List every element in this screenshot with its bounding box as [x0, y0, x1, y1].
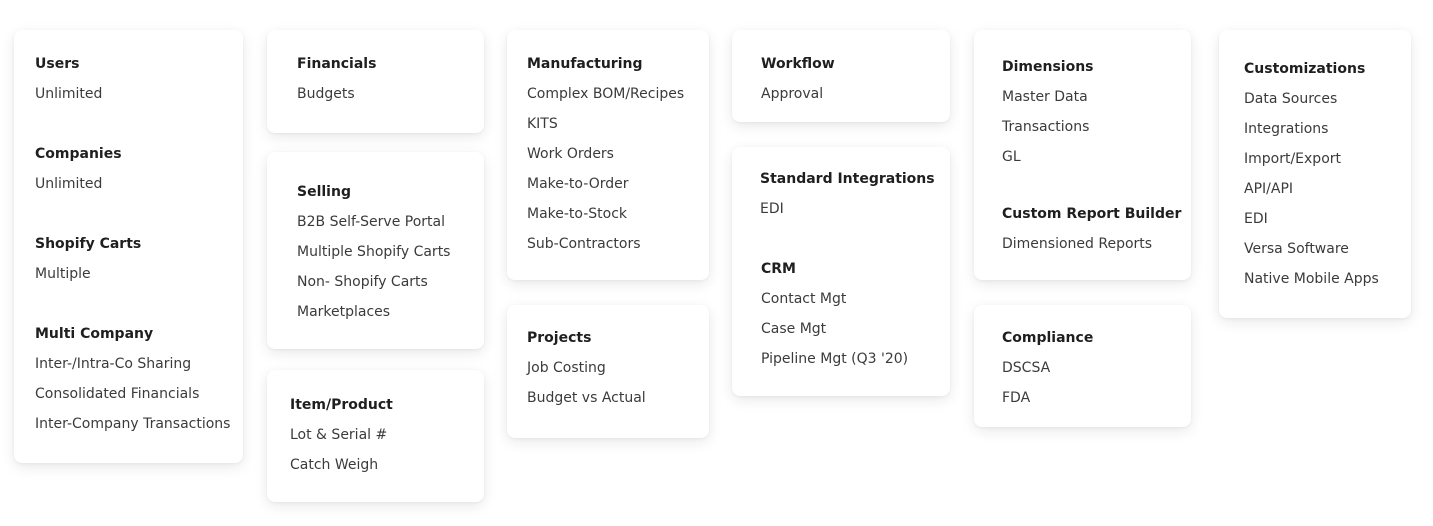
manufacturing-item: Make-to-Stock	[527, 206, 628, 222]
financials-item: Budgets	[297, 86, 355, 102]
section-dimensions: Dimensions Master Data Transactions GL	[1002, 58, 1094, 178]
section-multi-company: Multi Company Inter-/Intra-Co Sharing Co…	[35, 325, 230, 445]
customizations-heading: Customizations	[1244, 61, 1366, 77]
card-dimensions-reports	[974, 30, 1191, 280]
multi-company-item: Consolidated Financials	[35, 386, 200, 402]
users-item: Unlimited	[35, 86, 103, 102]
card-selling	[267, 152, 484, 349]
financials-heading: Financials	[297, 56, 377, 72]
shopify-carts-item: Multiple	[35, 266, 91, 282]
compliance-item: FDA	[1002, 390, 1031, 406]
section-custom-report-builder: Custom Report Builder Dimensioned Report…	[1002, 205, 1181, 265]
selling-item: Multiple Shopify Carts	[297, 244, 451, 260]
selling-item: Non- Shopify Carts	[297, 274, 428, 290]
section-crm: CRM Contact Mgt Case Mgt Pipeline Mgt (Q…	[761, 260, 908, 380]
multi-company-heading: Multi Company	[35, 326, 154, 342]
crm-heading: CRM	[761, 261, 796, 277]
section-users: Users Unlimited	[35, 55, 102, 115]
projects-item: Job Costing	[527, 360, 606, 376]
card-manufacturing	[507, 30, 709, 280]
shopify-carts-heading: Shopify Carts	[35, 236, 142, 252]
workflow-heading: Workflow	[761, 56, 835, 72]
companies-heading: Companies	[35, 146, 122, 162]
selling-heading: Selling	[297, 184, 351, 200]
manufacturing-item: KITS	[527, 116, 558, 132]
item-product-item: Catch Weigh	[290, 457, 379, 473]
section-workflow: Workflow Approval	[761, 55, 835, 115]
section-compliance: Compliance DSCSA FDA	[1002, 329, 1093, 419]
compliance-item: DSCSA	[1002, 360, 1051, 376]
manufacturing-item: Make-to-Order	[527, 176, 629, 192]
multi-company-item: Inter-/Intra-Co Sharing	[35, 356, 192, 372]
section-customizations: Customizations Data Sources Integrations…	[1244, 60, 1379, 300]
customizations-item: Integrations	[1244, 121, 1329, 137]
dimensions-heading: Dimensions	[1002, 59, 1094, 75]
standard-integrations-heading: Standard Integrations	[760, 171, 935, 187]
manufacturing-item: Work Orders	[527, 146, 614, 162]
card-integrations-crm	[732, 147, 950, 396]
section-financials: Financials Budgets	[297, 55, 376, 115]
section-selling: Selling B2B Self-Serve Portal Multiple S…	[297, 183, 450, 333]
crm-item: Pipeline Mgt (Q3 '20)	[761, 351, 909, 367]
compliance-heading: Compliance	[1002, 330, 1094, 346]
manufacturing-item: Complex BOM/Recipes	[527, 86, 685, 102]
crm-item: Contact Mgt	[761, 291, 847, 307]
manufacturing-heading: Manufacturing	[527, 56, 643, 72]
customizations-item: EDI	[1244, 211, 1268, 227]
card-workflow	[732, 30, 950, 122]
card-financials	[267, 30, 484, 133]
customizations-item: Import/Export	[1244, 151, 1342, 167]
projects-heading: Projects	[527, 330, 592, 346]
card-company-features	[14, 30, 243, 463]
section-companies: Companies Unlimited	[35, 145, 122, 205]
section-projects: Projects Job Costing Budget vs Actual	[527, 329, 646, 419]
section-manufacturing: Manufacturing Complex BOM/Recipes KITS W…	[527, 55, 684, 265]
selling-item: Marketplaces	[297, 304, 391, 320]
users-heading: Users	[35, 56, 80, 72]
section-shopify-carts: Shopify Carts Multiple	[35, 235, 141, 295]
customizations-item: Native Mobile Apps	[1244, 271, 1379, 287]
card-compliance	[974, 305, 1191, 427]
workflow-item: Approval	[761, 86, 824, 102]
card-customizations	[1219, 30, 1411, 318]
standard-integrations-item: EDI	[760, 201, 784, 217]
item-product-item: Lot & Serial #	[290, 427, 388, 443]
dimensions-item: Master Data	[1002, 89, 1088, 105]
customizations-item: Versa Software	[1244, 241, 1349, 257]
section-standard-integrations: Standard Integrations EDI	[760, 170, 935, 230]
crm-item: Case Mgt	[761, 321, 827, 337]
custom-report-builder-heading: Custom Report Builder	[1002, 206, 1182, 222]
customizations-item: API/API	[1244, 181, 1294, 197]
card-item-product	[267, 370, 484, 502]
custom-report-builder-item: Dimensioned Reports	[1002, 236, 1153, 252]
projects-item: Budget vs Actual	[527, 390, 646, 406]
selling-item: B2B Self-Serve Portal	[297, 214, 445, 230]
manufacturing-item: Sub-Contractors	[527, 236, 641, 252]
companies-item: Unlimited	[35, 176, 103, 192]
customizations-item: Data Sources	[1244, 91, 1338, 107]
dimensions-item: Transactions	[1002, 119, 1090, 135]
dimensions-item: GL	[1002, 149, 1021, 165]
card-projects	[507, 305, 709, 438]
section-item-product: Item/Product Lot & Serial # Catch Weigh	[290, 396, 393, 486]
item-product-heading: Item/Product	[290, 397, 393, 413]
multi-company-item: Inter-Company Transactions	[35, 416, 231, 432]
